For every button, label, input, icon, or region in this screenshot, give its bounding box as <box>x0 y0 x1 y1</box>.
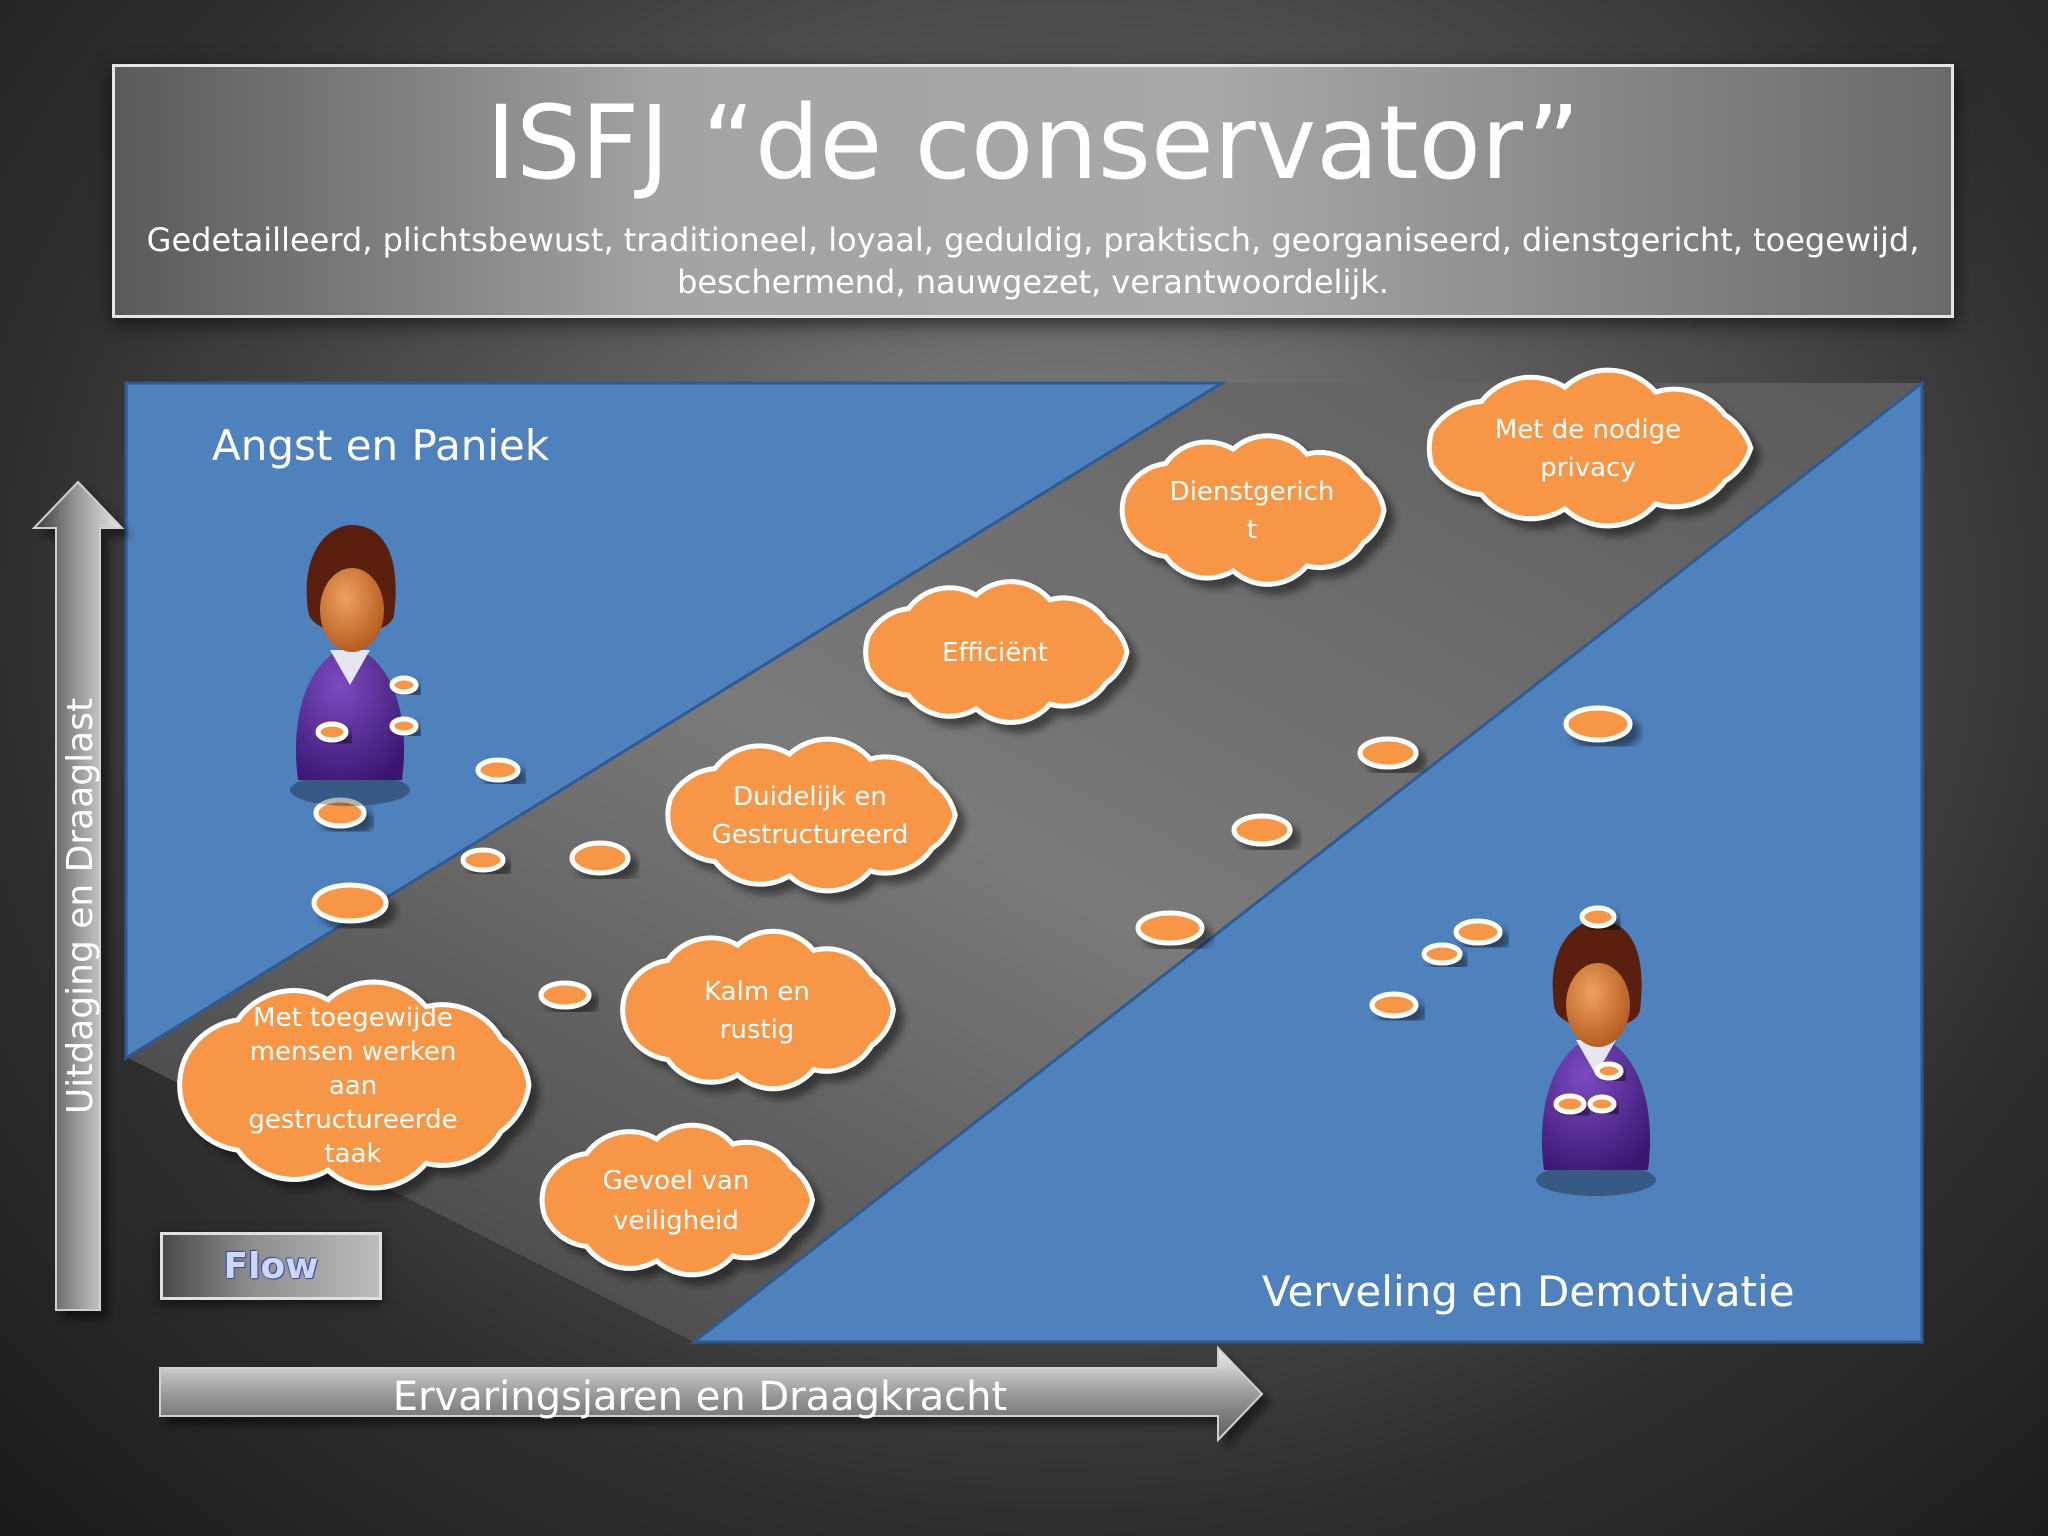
person-shadow <box>1536 1164 1656 1196</box>
thought-cloud: Efficiënt <box>863 579 1130 725</box>
cloud-text-line: Met de nodige <box>1495 415 1681 445</box>
thought-bubble <box>1453 918 1503 946</box>
cloud-shape <box>665 736 958 894</box>
person-bored <box>1536 920 1656 1196</box>
thought-bubble <box>538 980 592 1010</box>
thought-bubble <box>1231 813 1293 847</box>
anxiety-zone-label: Angst en Paniek <box>212 421 550 470</box>
x-axis-arrow <box>159 1345 1264 1443</box>
cloud-text-line: Gevoel van <box>603 1166 750 1196</box>
thought-bubble <box>569 840 631 876</box>
cloud-text-line: gestructureerde <box>248 1105 457 1135</box>
cloud-shape <box>539 1122 815 1278</box>
cloud-text-line: rustig <box>720 1015 795 1045</box>
cloud-shape <box>177 979 532 1191</box>
flow-channel <box>128 383 1922 1342</box>
thought-bubble <box>1357 736 1419 770</box>
anxiety-zone <box>124 381 1228 1061</box>
cloud-shape <box>1119 433 1387 587</box>
person-anxious <box>290 525 410 806</box>
person-collar <box>1576 1040 1616 1075</box>
thought-cloud: Kalm en rustig <box>620 928 896 1092</box>
people-thought-bubbles <box>315 675 1624 1115</box>
thought-bubble <box>389 716 419 736</box>
thought-cloud: Dienstgerich t <box>1119 433 1387 587</box>
cloud-shape <box>620 928 896 1092</box>
x-axis-label: Ervaringsjaren en Draagkracht <box>393 1374 1007 1420</box>
y-axis-label: Uitdaging en Draaglast <box>60 698 101 1114</box>
y-axis-arrow <box>31 480 125 1311</box>
thought-bubble <box>1579 905 1617 929</box>
thought-bubble <box>389 675 419 695</box>
cloud-text-line: Efficiënt <box>942 638 1048 668</box>
thought-bubble <box>311 882 389 924</box>
cloud-text-line: Dienstgerich <box>1170 477 1335 507</box>
thought-cloud: Gevoel van veiligheid <box>539 1122 815 1278</box>
thought-bubble <box>1421 942 1463 966</box>
thought-cloud: Duidelijk en Gestructureerd <box>665 736 958 894</box>
thought-bubble <box>1563 705 1633 743</box>
cloud-text-line: aan <box>329 1071 377 1101</box>
person-body <box>295 645 405 780</box>
cloud-text-line: Kalm en <box>704 977 810 1007</box>
thought-bubble <box>313 797 367 829</box>
cloud-shape <box>863 579 1130 725</box>
cloud-shape <box>1426 367 1754 529</box>
boredom-zone-label: Verveling en Demotivatie <box>1262 1267 1795 1316</box>
cloud-text-line: mensen werken <box>250 1037 457 1067</box>
person-collar <box>330 650 370 685</box>
cloud-text-line: Gestructureerd <box>712 820 909 850</box>
thought-bubble <box>315 721 349 743</box>
person-shadow <box>290 774 410 806</box>
cloud-text-line: veiligheid <box>613 1206 739 1236</box>
person-face <box>320 568 384 652</box>
thought-bubble <box>1369 991 1419 1019</box>
thought-cloud: Met toegewijde mensen werken aan gestructur… <box>177 979 532 1191</box>
cloud-text-line: t <box>1247 515 1257 545</box>
cloud-text-line: taak <box>324 1139 381 1169</box>
thought-bubble <box>475 757 521 783</box>
thought-bubble <box>1594 1061 1624 1081</box>
thought-bubble <box>1553 1093 1587 1115</box>
cloud-text-line: privacy <box>1540 453 1635 483</box>
thought-cloud: Met de nodige privacy <box>1426 367 1754 529</box>
page-title: ISFJ “de conservator” <box>485 84 1581 203</box>
thought-bubbles <box>311 705 1633 1019</box>
person-face <box>1566 963 1630 1047</box>
cloud-text-line: Met toegewijde <box>253 1003 453 1033</box>
title-banner: ISFJ “de conservator” Gedetailleerd, pli… <box>112 64 1954 318</box>
thought-bubble <box>1135 910 1205 946</box>
cloud-text-line: Duidelijk en <box>733 782 887 812</box>
page-subtitle: Gedetailleerd, plichtsbewust, traditione… <box>146 221 1920 301</box>
flow-badge: Flow <box>160 1232 382 1300</box>
thought-bubble <box>1587 1094 1617 1114</box>
thought-bubble <box>460 847 506 873</box>
